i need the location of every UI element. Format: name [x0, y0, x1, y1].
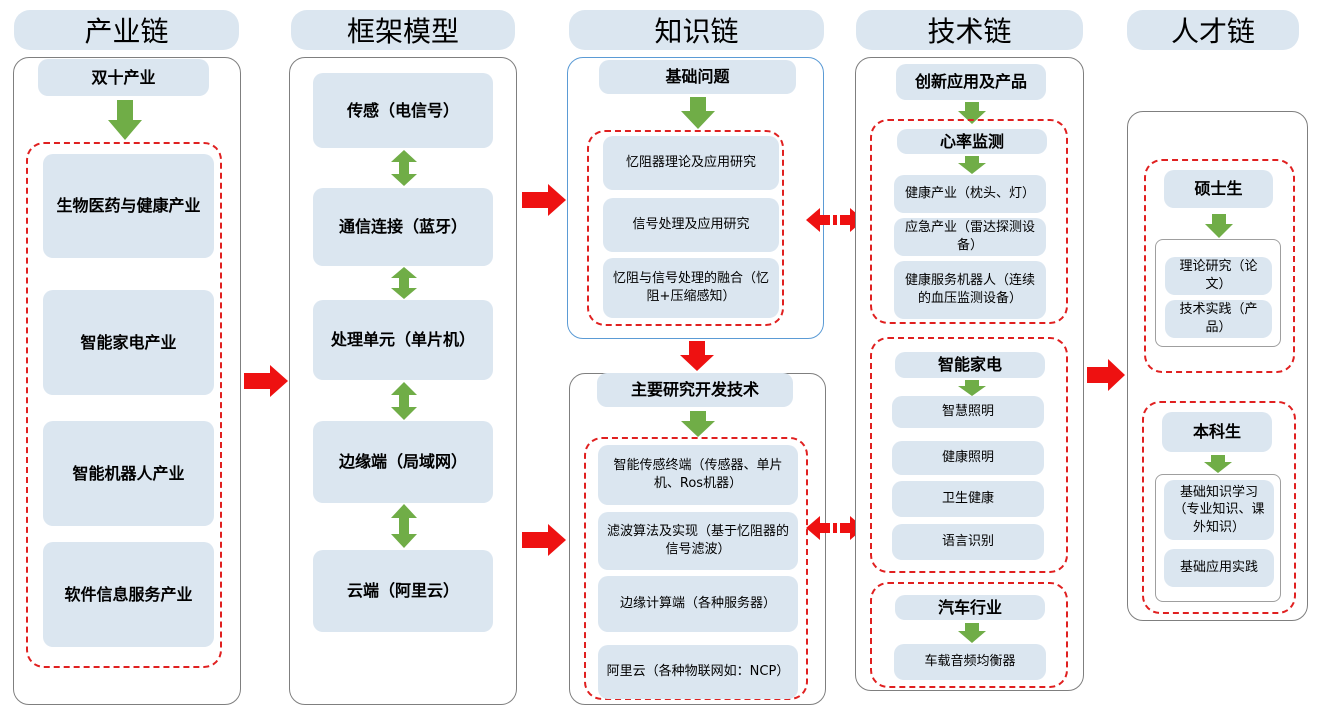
tech-home-item: 卫生健康 — [892, 481, 1044, 517]
down-arrow-icon — [108, 100, 142, 140]
industry-item: 智能家电产业 — [43, 290, 214, 395]
talent-bachelor-title: 本科生 — [1162, 412, 1272, 452]
knowledge-basic-item: 忆阻与信号处理的融合（忆阻+压缩感知） — [603, 258, 779, 318]
down-arrow-icon — [1204, 455, 1232, 473]
double-arrow-icon — [391, 382, 417, 420]
double-arrow-icon — [391, 504, 417, 548]
down-arrow-icon — [681, 411, 715, 437]
tech-home-item: 语言识别 — [892, 524, 1044, 560]
industry-item: 智能机器人产业 — [43, 421, 214, 526]
talent-master-dashed-group — [1144, 159, 1295, 373]
down-arrow-icon — [958, 623, 986, 643]
knowledge-dev-item: 边缘计算端（各种服务器） — [598, 576, 798, 632]
right-arrow-icon — [244, 365, 288, 397]
knowledge-basic-title: 基础问题 — [599, 60, 796, 94]
talent-master-item: 技术实践（产品） — [1165, 300, 1272, 338]
tech-top-box: 创新应用及产品 — [896, 64, 1046, 100]
knowledge-dev-item: 滤波算法及实现（基于忆阻器的信号滤波） — [598, 512, 798, 570]
framework-item: 云端（阿里云） — [313, 550, 493, 632]
talent-bachelor-dashed-group — [1142, 401, 1296, 614]
tech-car-title: 汽车行业 — [895, 595, 1045, 620]
tech-car-dashed-group — [870, 582, 1068, 688]
down-arrow-icon — [681, 97, 715, 129]
header-industry-chain: 产业链 — [14, 10, 239, 50]
industry-item: 软件信息服务产业 — [43, 542, 214, 647]
knowledge-dev-title: 主要研究开发技术 — [597, 373, 793, 407]
talent-bachelor-item: 基础应用实践 — [1164, 549, 1274, 587]
tech-heart-title: 心率监测 — [897, 129, 1047, 154]
double-arrow-icon — [806, 208, 864, 232]
down-arrow-icon — [958, 156, 986, 174]
tech-home-title: 智能家电 — [895, 352, 1045, 378]
right-arrow-icon — [522, 184, 566, 216]
knowledge-dev-item: 阿里云（各种物联网如：NCP） — [598, 645, 798, 699]
down-arrow-icon — [1205, 214, 1233, 238]
talent-master-item: 理论研究（论文） — [1165, 257, 1272, 295]
right-arrow-icon — [1087, 359, 1125, 391]
right-arrow-icon — [522, 524, 566, 556]
tech-home-item: 智慧照明 — [892, 396, 1044, 428]
knowledge-basic-item: 信号处理及应用研究 — [603, 198, 779, 252]
tech-car-item: 车载音频均衡器 — [894, 644, 1046, 680]
down-arrow-icon — [958, 380, 986, 396]
down-arrow-icon — [680, 341, 714, 371]
framework-item: 处理单元（单片机） — [313, 300, 493, 380]
knowledge-dev-item: 智能传感终端（传感器、单片机、Ros机器） — [598, 445, 798, 505]
framework-item: 传感（电信号） — [313, 73, 493, 148]
talent-master-title: 硕士生 — [1164, 170, 1273, 208]
framework-item: 边缘端（局域网） — [313, 421, 493, 503]
tech-home-item: 健康照明 — [892, 441, 1044, 475]
knowledge-dev-dashed-group — [584, 437, 808, 700]
header-framework-model: 框架模型 — [291, 10, 515, 50]
double-arrow-icon — [391, 267, 417, 299]
tech-heart-item: 健康产业（枕头、灯） — [894, 175, 1046, 213]
double-arrow-icon — [391, 150, 417, 186]
double-arrow-icon — [806, 516, 864, 540]
industry-top-box: 双十产业 — [38, 59, 209, 96]
down-arrow-icon — [958, 102, 986, 124]
header-knowledge-chain: 知识链 — [569, 10, 824, 50]
industry-item: 生物医药与健康产业 — [43, 154, 214, 258]
header-tech-chain: 技术链 — [856, 10, 1083, 50]
knowledge-basic-item: 忆阻器理论及应用研究 — [603, 136, 779, 190]
talent-bachelor-item: 基础知识学习（专业知识、课外知识） — [1164, 480, 1274, 540]
tech-home-dashed-group — [870, 337, 1068, 573]
header-talent-chain: 人才链 — [1127, 10, 1299, 50]
tech-heart-dashed-group — [870, 119, 1068, 324]
framework-item: 通信连接（蓝牙） — [313, 188, 493, 266]
knowledge-basic-dashed-group — [587, 130, 784, 326]
industry-dashed-group — [26, 142, 222, 668]
tech-heart-item: 健康服务机器人（连续的血压监测设备） — [894, 261, 1046, 319]
tech-heart-item: 应急产业（雷达探测设备） — [894, 218, 1046, 256]
